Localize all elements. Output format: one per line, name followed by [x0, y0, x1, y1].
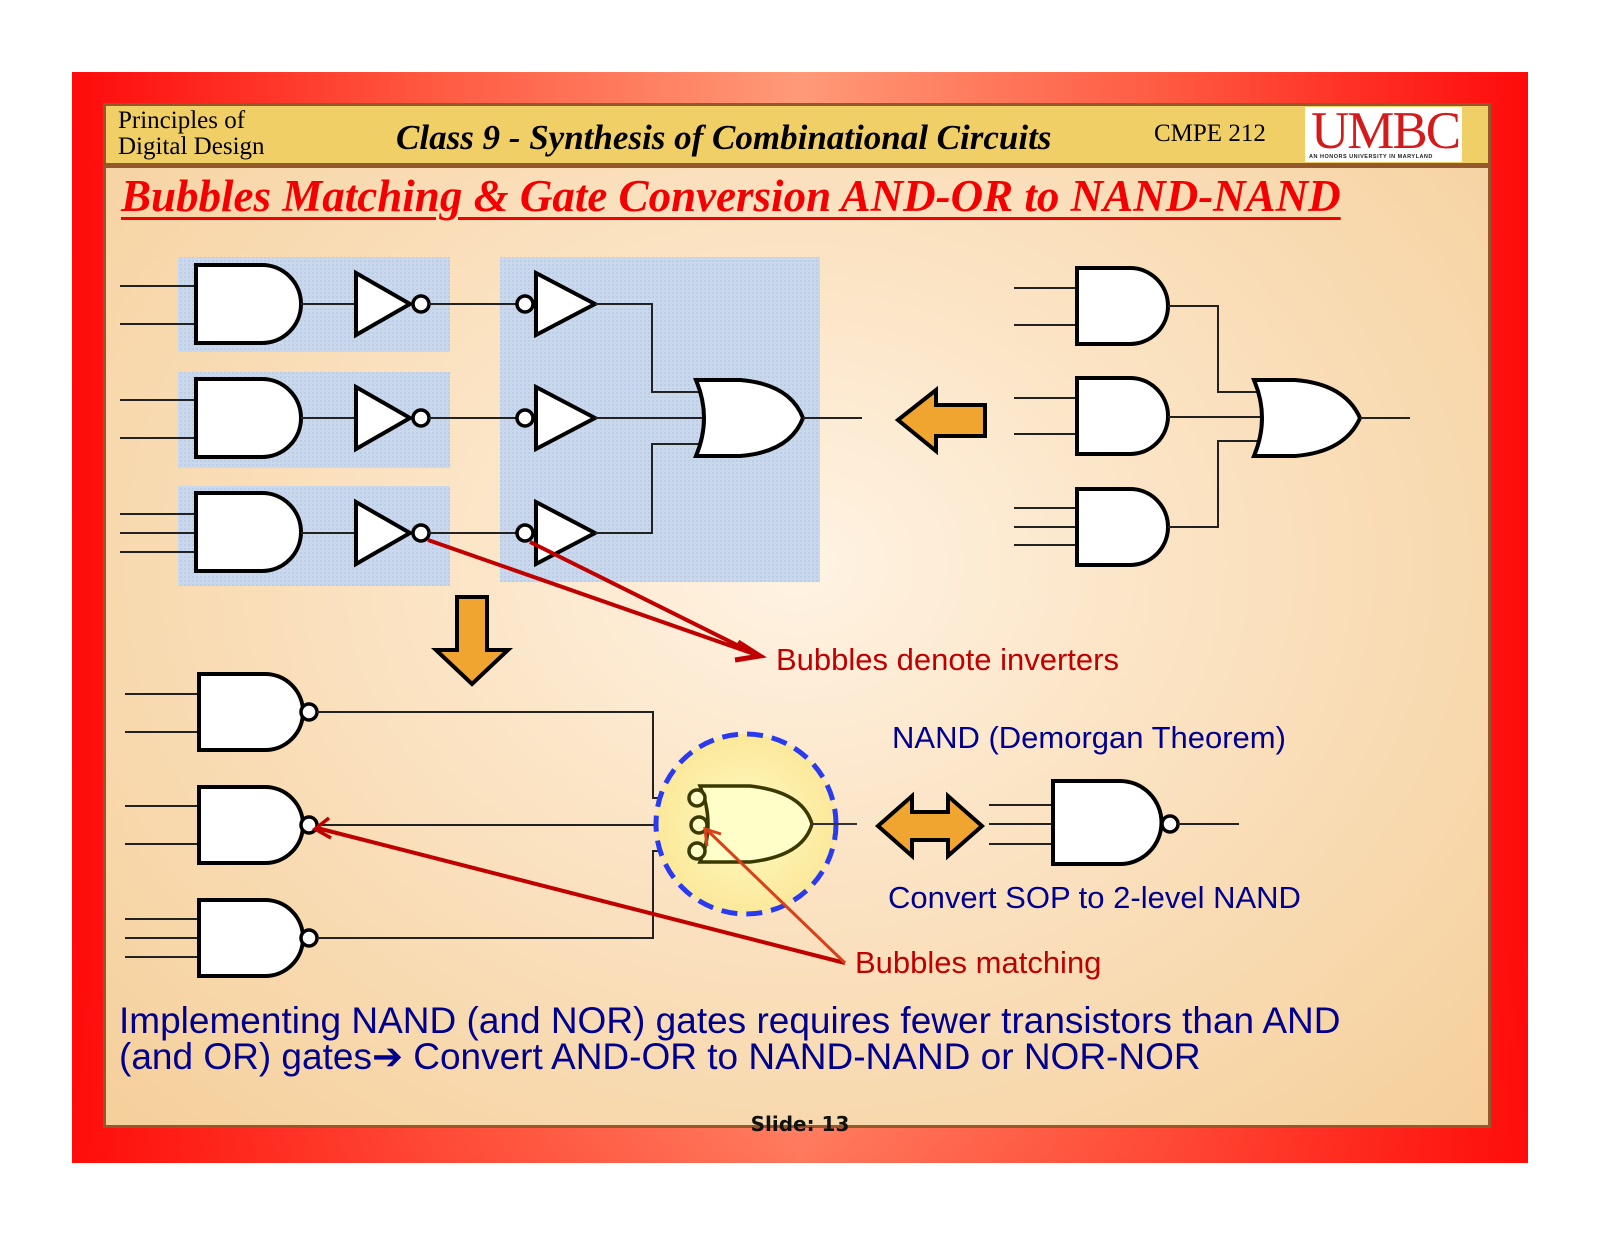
and-or-gate-1 — [1014, 266, 1258, 393]
arrow-or-bubble — [705, 828, 847, 965]
nand-demorgan-label: NAND (Demorgan Theorem) — [892, 720, 1286, 755]
slide-header: Principles of Digital Design Class 9 - S… — [106, 102, 1488, 168]
and-gate-2 — [120, 377, 356, 459]
nand-nand-circuit — [125, 672, 690, 978]
bubbles-matching-label: Bubbles matching — [855, 945, 1102, 980]
bubble-buffer-2 — [515, 383, 706, 453]
class-title: Class 9 - Synthesis of Combinational Cir… — [396, 118, 1052, 157]
inverter-3 — [354, 498, 517, 568]
slide-title: Bubbles Matching & Gate Conversion AND-O… — [121, 171, 1341, 221]
double-arrow-icon — [874, 791, 986, 861]
summary-line1: Implementing NAND (and NOR) gates requir… — [119, 1000, 1341, 1041]
bubble-buffer-3 — [515, 443, 700, 568]
and-or-gate-2 — [1014, 376, 1262, 456]
annotation-arrows — [311, 538, 847, 965]
nand-gate-3 — [125, 850, 688, 978]
logo-text: UMBC — [1311, 102, 1461, 160]
equivalent-nand-gate — [989, 779, 1239, 866]
bubble-buffer-1 — [515, 269, 700, 393]
and-or-gate-3 — [1014, 440, 1258, 567]
summary-text: Implementing NAND (and NOR) gates requir… — [119, 1000, 1341, 1077]
or-gate-top-left — [692, 378, 862, 458]
arrow-nand-bubble — [316, 826, 846, 965]
arrowhead-nand-bubble — [311, 816, 332, 840]
course-name-line2: Digital Design — [118, 133, 265, 160]
bubbles-denote-inverters-label: Bubbles denote inverters — [776, 642, 1119, 677]
and-gate-3 — [120, 491, 356, 573]
and-or-or-gate — [1250, 378, 1410, 458]
course-code: CMPE 212 — [1154, 120, 1266, 147]
and-or-circuit — [1014, 266, 1410, 567]
logo-subtitle: AN HONORS UNIVERSITY IN MARYLAND — [1309, 154, 1433, 160]
arrow-inverter-bubble-2 — [529, 540, 758, 657]
and-gate-1 — [120, 263, 356, 345]
summary-line2: (and OR) gates➔ Convert AND-OR to NAND-N… — [119, 1036, 1201, 1077]
down-arrow-icon — [430, 595, 514, 687]
inverter-2 — [354, 383, 517, 453]
course-name: Principles of Digital Design — [118, 108, 265, 160]
nand-gate-2 — [125, 785, 690, 865]
inverter-1 — [354, 269, 517, 339]
arrow-inverter-bubble-1 — [427, 538, 758, 657]
left-arrow-icon — [894, 385, 987, 456]
bubbled-or-gate — [687, 784, 857, 864]
bubbled-or-highlight — [653, 731, 857, 917]
arrowhead-or-bubble — [703, 826, 722, 847]
slide-number: Slide: 13 — [750, 1112, 850, 1136]
umbc-logo: UMBC AN HONORS UNIVERSITY IN MARYLAND — [1305, 102, 1462, 162]
nand-gate-1 — [125, 672, 688, 799]
course-name-line1: Principles of — [118, 107, 246, 134]
bubble-inserted-circuit — [120, 263, 862, 573]
arrowhead-inverters — [734, 639, 767, 663]
convert-sop-label: Convert SOP to 2-level NAND — [888, 880, 1301, 915]
